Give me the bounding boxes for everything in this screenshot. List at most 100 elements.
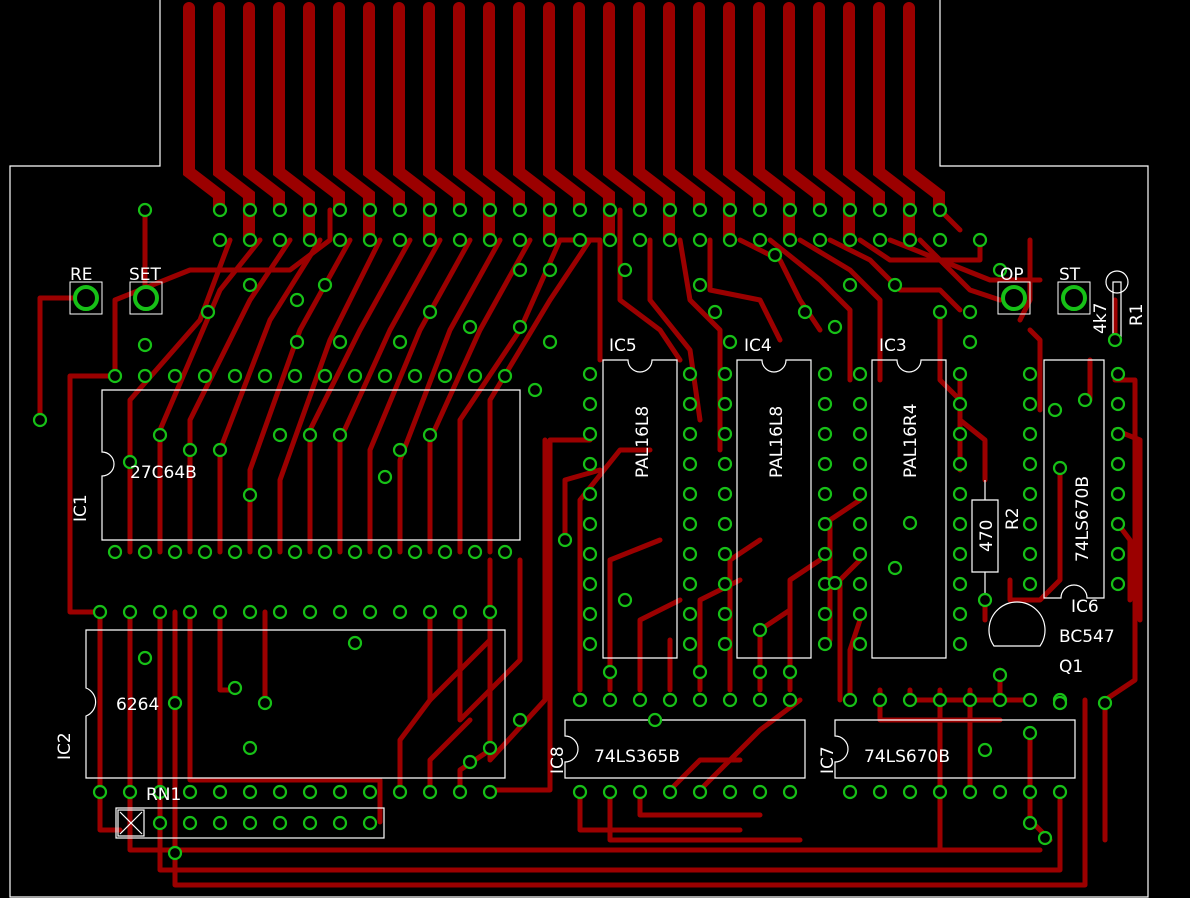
pad xyxy=(242,740,258,756)
pad xyxy=(682,606,698,622)
pad xyxy=(332,334,348,350)
rn1-pin1 xyxy=(117,809,145,837)
pad xyxy=(289,292,305,308)
pad xyxy=(842,277,858,293)
pad xyxy=(422,202,438,218)
pad xyxy=(1107,332,1123,348)
pad xyxy=(1110,396,1126,412)
pad xyxy=(932,304,948,320)
pad xyxy=(347,635,363,651)
ic5-value: PAL16L8 xyxy=(633,406,653,478)
pad xyxy=(482,784,498,800)
pad xyxy=(462,319,478,335)
pad xyxy=(1077,392,1093,408)
pad xyxy=(962,784,978,800)
pad xyxy=(392,442,408,458)
switch-st-pad[interactable] xyxy=(1061,285,1087,311)
pad xyxy=(167,695,183,711)
connector-finger xyxy=(363,2,405,216)
pad xyxy=(852,426,868,442)
pad xyxy=(952,426,968,442)
pad xyxy=(872,692,888,708)
pad xyxy=(872,202,888,218)
pad xyxy=(467,368,483,384)
pad xyxy=(527,382,543,398)
pad xyxy=(1110,546,1126,562)
pad xyxy=(332,604,348,620)
connector-finger xyxy=(513,2,555,246)
pad xyxy=(362,815,378,831)
pad xyxy=(1037,830,1053,846)
pad xyxy=(872,784,888,800)
switch-pads xyxy=(73,285,1087,311)
pad xyxy=(497,544,513,560)
pad xyxy=(852,486,868,502)
pad xyxy=(1022,516,1038,532)
pad xyxy=(152,815,168,831)
pad xyxy=(992,667,1008,683)
pad xyxy=(887,560,903,576)
pad xyxy=(852,366,868,382)
pad xyxy=(932,784,948,800)
ic1-value: 27C64B xyxy=(130,463,197,483)
pad xyxy=(817,456,833,472)
switch-re-pad[interactable] xyxy=(73,285,99,311)
pad xyxy=(317,368,333,384)
switch-set-pad[interactable] xyxy=(133,285,159,311)
connector-finger xyxy=(573,2,615,246)
pad xyxy=(717,636,733,652)
pad xyxy=(1022,784,1038,800)
pad xyxy=(242,487,258,503)
r2-value: 470 xyxy=(977,520,997,552)
pad xyxy=(682,636,698,652)
pad xyxy=(332,202,348,218)
pad xyxy=(932,202,948,218)
pad xyxy=(817,366,833,382)
pad xyxy=(572,232,588,248)
pads-and-vias xyxy=(32,202,1126,861)
ic5-body xyxy=(602,359,678,659)
pad xyxy=(462,754,478,770)
pad xyxy=(932,232,948,248)
pad xyxy=(362,202,378,218)
switch-op-pad[interactable] xyxy=(1001,285,1027,311)
connector-finger xyxy=(783,2,825,216)
pad xyxy=(682,516,698,532)
switch-st-label: ST xyxy=(1059,265,1081,285)
pad xyxy=(362,604,378,620)
pad xyxy=(902,515,918,531)
ic6-value: 74LS670B xyxy=(1073,476,1093,562)
pad xyxy=(1110,576,1126,592)
pad xyxy=(952,546,968,562)
pad xyxy=(682,426,698,442)
pad xyxy=(602,664,618,680)
pad xyxy=(827,319,843,335)
pad xyxy=(289,334,305,350)
pad xyxy=(752,202,768,218)
pad xyxy=(332,784,348,800)
pad xyxy=(817,636,833,652)
ic3-ref: IC3 xyxy=(879,336,907,356)
pad xyxy=(227,368,243,384)
pad xyxy=(242,815,258,831)
pad xyxy=(582,456,598,472)
pad xyxy=(797,304,813,320)
pad xyxy=(257,368,273,384)
switch-op-outline xyxy=(997,281,1031,315)
pad xyxy=(817,426,833,442)
switch-re-outline xyxy=(69,281,103,315)
pad xyxy=(842,232,858,248)
copper-traces xyxy=(37,207,1143,888)
pad xyxy=(752,232,768,248)
pad xyxy=(392,232,408,248)
pad xyxy=(197,544,213,560)
pad xyxy=(717,516,733,532)
pad xyxy=(377,368,393,384)
pad xyxy=(717,426,733,442)
pad xyxy=(302,604,318,620)
connector-finger xyxy=(543,2,585,216)
ic8-value: 74LS365B xyxy=(594,747,680,767)
pad xyxy=(752,692,768,708)
pad xyxy=(617,262,633,278)
pad xyxy=(332,427,348,443)
